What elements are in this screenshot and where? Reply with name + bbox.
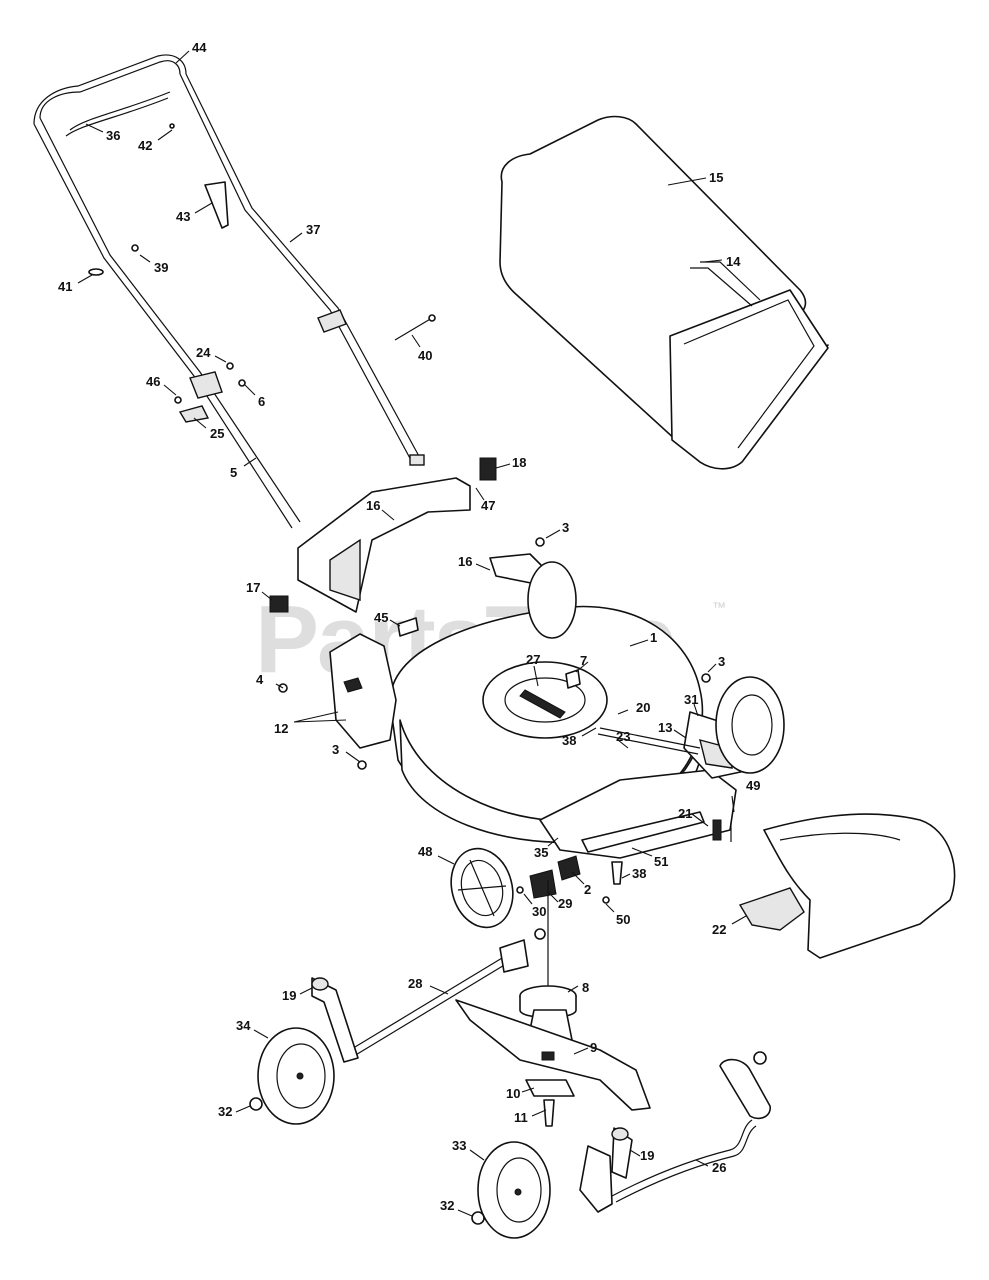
callout-3-left: 3 [332, 742, 339, 757]
callout-48: 48 [418, 844, 432, 859]
callout-9: 9 [590, 1040, 597, 1055]
callout-14: 14 [726, 254, 741, 269]
callout-32-rear: 32 [218, 1104, 232, 1119]
callout-11: 11 [514, 1110, 528, 1125]
callout-23: 23 [616, 729, 630, 744]
callout-20: 20 [636, 700, 650, 715]
callout-30: 30 [532, 904, 546, 919]
callout-13: 13 [658, 720, 672, 735]
callout-40: 40 [418, 348, 432, 363]
discharge-chute [738, 813, 956, 959]
callout-17: 17 [246, 580, 260, 595]
callout-29: 29 [558, 896, 572, 911]
callout-5: 5 [230, 465, 237, 480]
callout-1: 1 [650, 630, 657, 645]
callout-16-right: 16 [458, 554, 472, 569]
callout-22: 22 [712, 922, 726, 937]
callout-45: 45 [374, 610, 388, 625]
mower-deck [297, 477, 785, 859]
callout-37: 37 [306, 222, 320, 237]
callout-47: 47 [481, 498, 495, 513]
blade-assembly [455, 880, 651, 1127]
callout-3-top: 3 [562, 520, 569, 535]
callout-27: 27 [526, 652, 540, 667]
callout-26: 26 [712, 1160, 726, 1175]
callout-2: 2 [584, 882, 591, 897]
callout-31: 31 [684, 692, 698, 707]
callout-18: 18 [512, 455, 526, 470]
callout-33: 33 [452, 1138, 466, 1153]
callout-38-lower: 38 [632, 866, 646, 881]
rear-axle [311, 928, 546, 1063]
callout-32-front: 32 [440, 1198, 454, 1213]
callout-8: 8 [582, 980, 589, 995]
callout-4: 4 [256, 672, 264, 687]
callout-15: 15 [709, 170, 723, 185]
callout-50: 50 [616, 912, 630, 927]
callout-38-upper: 38 [562, 733, 576, 748]
callout-41: 41 [58, 279, 72, 294]
callout-19-front: 19 [640, 1148, 654, 1163]
grass-bag [499, 115, 829, 470]
callout-21: 21 [678, 806, 692, 821]
callout-28: 28 [408, 976, 422, 991]
watermark-trademark: ™ [712, 599, 726, 615]
callout-3-right: 3 [718, 654, 725, 669]
callout-10: 10 [506, 1086, 520, 1101]
handle-assembly [33, 54, 436, 529]
callout-16-rear: 16 [366, 498, 380, 513]
callout-43: 43 [176, 209, 190, 224]
callout-6: 6 [258, 394, 265, 409]
callout-labels: 44 36 42 43 37 39 41 40 24 46 6 25 5 15 … [58, 40, 760, 1217]
callout-7: 7 [580, 653, 587, 668]
callout-44: 44 [192, 40, 207, 55]
callout-24: 24 [196, 345, 211, 360]
callout-39: 39 [154, 260, 168, 275]
callout-36: 36 [106, 128, 120, 143]
callout-42: 42 [138, 138, 152, 153]
hardware [269, 457, 732, 904]
wheel-rear-left [249, 1027, 335, 1125]
callout-12: 12 [274, 721, 288, 736]
callout-51: 51 [654, 854, 668, 869]
callout-19-rear: 19 [282, 988, 296, 1003]
upper-handle [39, 60, 181, 119]
callout-49: 49 [746, 778, 760, 793]
wheel-front-left [471, 1141, 551, 1239]
callout-46: 46 [146, 374, 160, 389]
callout-35: 35 [534, 845, 548, 860]
wheel-hubcap [450, 847, 514, 929]
callout-34: 34 [236, 1018, 251, 1033]
callout-25: 25 [210, 426, 224, 441]
front-axle [579, 1051, 771, 1213]
